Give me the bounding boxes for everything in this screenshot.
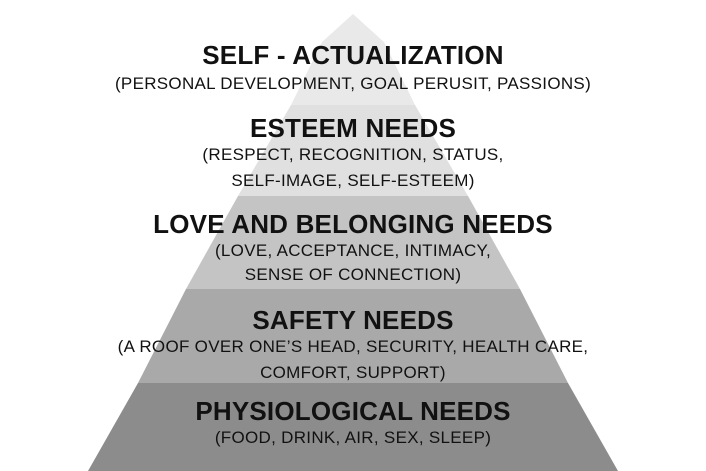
level-title: PHYSIOLOGICAL NEEDS <box>195 396 511 426</box>
level-description-line: (A ROOF OVER ONE’S HEAD, SECURITY, HEALT… <box>117 337 589 356</box>
level-description-line: (LOVE, ACCEPTANCE, INTIMACY, <box>214 241 492 260</box>
level-title: SELF - ACTUALIZATION <box>202 40 504 70</box>
level-description-line: SENSE OF CONNECTION) <box>244 265 462 284</box>
pyramid-band-self-actualization <box>291 42 415 105</box>
level-description-line: COMFORT, SUPPORT) <box>260 363 446 382</box>
level-title: SAFETY NEEDS <box>252 305 454 335</box>
level-description-line: (FOOD, DRINK, AIR, SEX, SLEEP) <box>214 428 492 447</box>
level-physiological: PHYSIOLOGICAL NEEDS (FOOD, DRINK, AIR, S… <box>0 396 706 450</box>
level-description-line: (RESPECT, RECOGNITION, STATUS, <box>202 145 504 164</box>
level-safety: SAFETY NEEDS (A ROOF OVER ONE’S HEAD, SE… <box>0 305 706 385</box>
pyramid-band-self-actualization <box>322 14 384 42</box>
level-self-actualization: SELF - ACTUALIZATION (PERSONAL DEVELOPME… <box>0 40 706 96</box>
pyramid-band-love-belonging <box>186 196 520 289</box>
level-title: LOVE AND BELONGING NEEDS <box>153 209 553 239</box>
pyramid-band-esteem <box>238 105 468 196</box>
level-love-belonging: LOVE AND BELONGING NEEDS (LOVE, ACCEPTAN… <box>0 209 706 287</box>
level-esteem: ESTEEM NEEDS (RESPECT, RECOGNITION, STAT… <box>0 113 706 193</box>
level-description-line: (PERSONAL DEVELOPMENT, GOAL PERUSIT, PAS… <box>114 74 592 93</box>
level-description-line: SELF-IMAGE, SELF-ESTEEM) <box>231 171 475 190</box>
level-title: ESTEEM NEEDS <box>249 113 457 143</box>
pyramid-band-safety <box>138 289 568 383</box>
pyramid-band-physiological <box>88 383 618 471</box>
